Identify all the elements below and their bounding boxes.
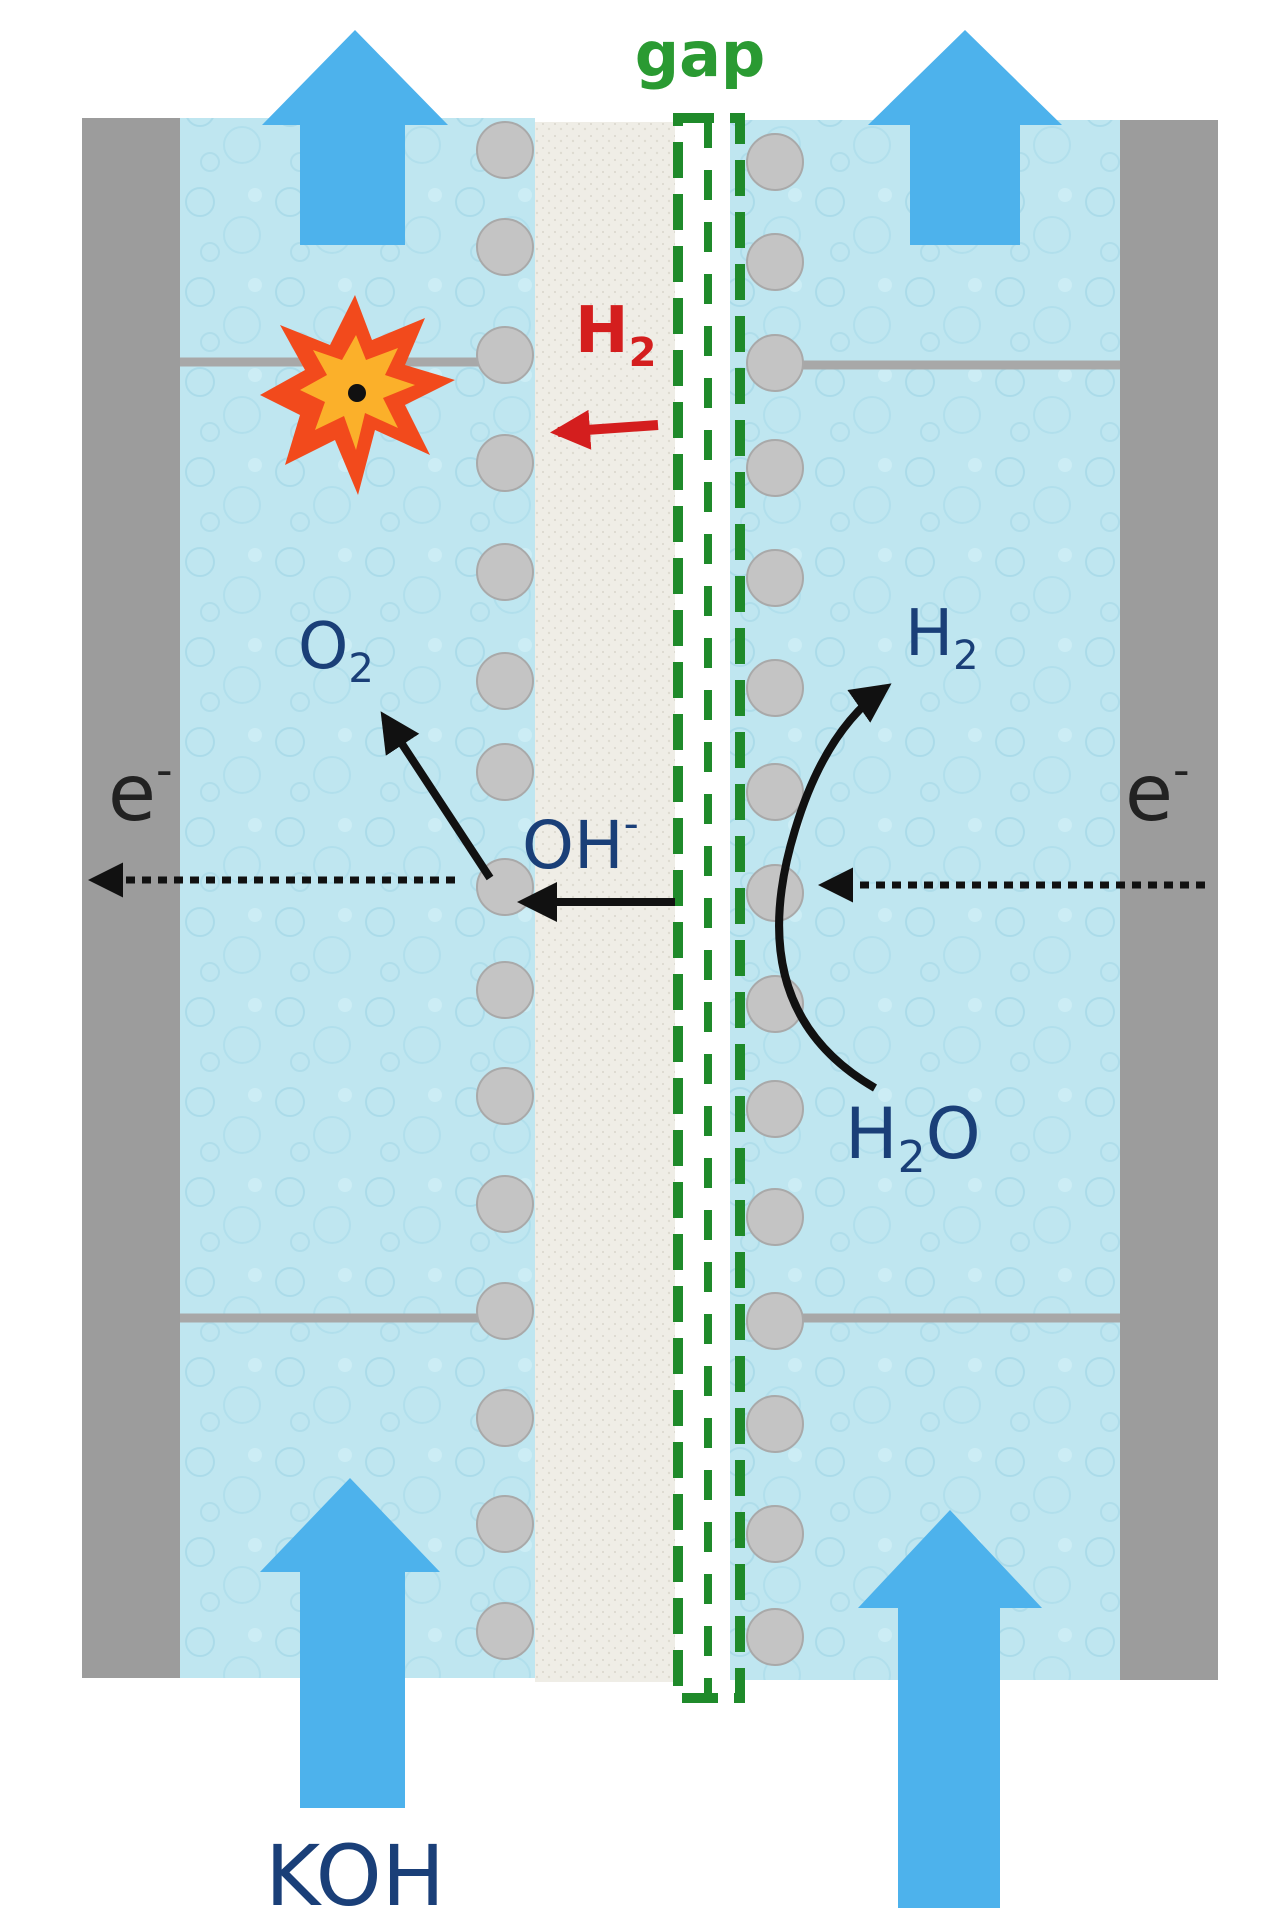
right-electrode-plate [1120,120,1218,1680]
catalyst-bead [476,326,534,384]
catalyst-bead [476,1389,534,1447]
catalyst-bead [476,1282,534,1340]
catalyst-bead [476,1602,534,1660]
catalyst-bead [476,1175,534,1233]
flow-arrow-out-left [262,30,448,245]
oxygen-arrow [380,711,494,881]
hydroxide-label: OH- [522,799,639,884]
catalyst-bead [476,743,534,801]
catalyst-bead [476,543,534,601]
catalyst-bead [746,659,804,717]
catalyst-bead [746,1505,804,1563]
catalyst-bead [746,1188,804,1246]
koh-label: KOH [265,1827,445,1920]
catalyst-bead [746,133,804,191]
catalyst-bead [746,864,804,922]
flow-arrow-in-left [260,1478,440,1808]
catalyst-bead [746,1395,804,1453]
catalyst-bead [746,763,804,821]
water-to-hydrogen-arrow [775,683,892,1092]
catalyst-bead [746,233,804,291]
hydrogen-label: H2 [905,597,979,679]
left-electrode-plate [82,118,180,1678]
electron-label-right: e- [1125,743,1190,839]
catalyst-bead [746,439,804,497]
catalyst-bead [746,549,804,607]
flow-arrow-out-right [868,30,1062,245]
water-label: H2O [845,1093,981,1183]
catalyst-bead [476,652,534,710]
left-catalyst-beads [476,121,534,1660]
oxygen-label: O2 [298,610,374,692]
gap-label: gap [635,18,766,91]
explosion-icon [260,295,455,495]
catalyst-bead [746,334,804,392]
catalyst-bead [476,218,534,276]
catalyst-bead [746,1292,804,1350]
flow-arrow-in-right [858,1510,1042,1908]
catalyst-bead [476,1495,534,1553]
catalyst-bead [476,1067,534,1125]
catalyst-bead [746,1608,804,1666]
catalyst-bead [476,121,534,179]
hydrogen-crossover-label: H2 [575,294,656,376]
right-catalyst-beads [746,133,804,1666]
hydrogen-crossover-arrow [550,409,659,450]
catalyst-bead [476,434,534,492]
current-collector-lines [180,357,1120,1323]
catalyst-bead [746,1080,804,1138]
catalyst-bead [476,961,534,1019]
electron-label-left: e- [108,743,173,839]
